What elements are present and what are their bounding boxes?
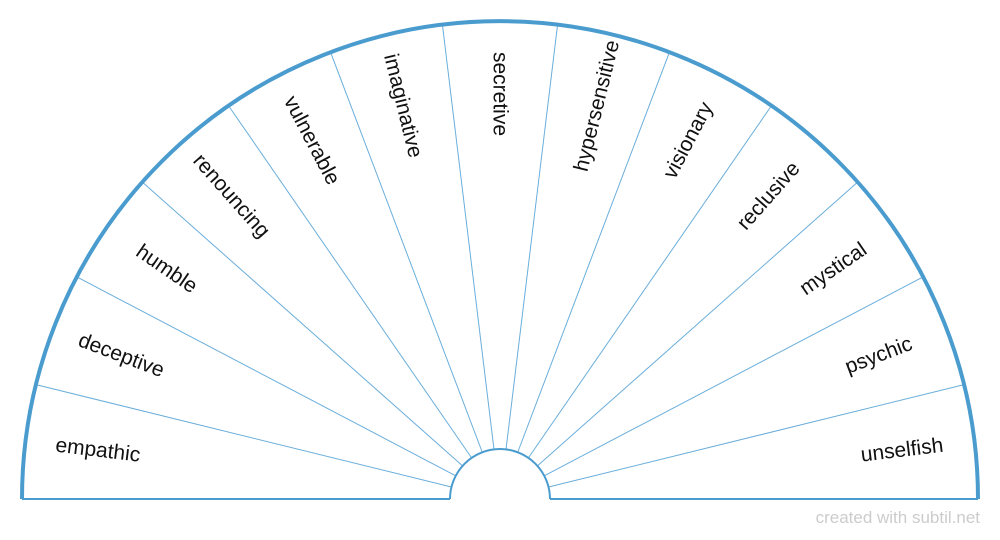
sector-label-deceptive: deceptive	[75, 329, 167, 382]
sector-divider	[537, 181, 859, 467]
sector-label-vulnerable: vulnerable	[279, 92, 344, 188]
sector-divider	[548, 384, 965, 488]
sector-divider	[76, 276, 456, 477]
sector-label-reclusive: reclusive	[732, 157, 804, 234]
sector-label-unselfish: unselfish	[860, 434, 945, 467]
sector-divider	[527, 105, 772, 459]
footer-credit: created with subtil.net	[815, 508, 980, 527]
outer-arc	[20, 19, 980, 500]
sector-label-visionary: visionary	[659, 98, 718, 183]
sector-label-mystical: mystical	[796, 238, 871, 300]
sector-divider	[505, 24, 559, 450]
sector-divider	[141, 181, 463, 467]
sector-divider	[441, 24, 495, 450]
sector-dividers	[35, 24, 965, 488]
sector-label-psychic: psychic	[842, 332, 916, 378]
sector-divider	[517, 51, 670, 453]
sector-label-renouncing: renouncing	[188, 149, 274, 242]
sector-labels: empathic deceptive humblerenouncingvulnera…	[54, 38, 944, 467]
sector-divider	[228, 105, 473, 459]
sector-label-humble: humble	[132, 240, 202, 298]
inner-hub-arc	[449, 448, 551, 500]
sector-label-secretive: secretive	[489, 52, 512, 136]
sector-divider	[330, 51, 483, 453]
sector-label-imaginative: imaginative	[379, 51, 427, 160]
sector-divider	[544, 276, 924, 477]
sector-label-hypersensitive: hypersensitive	[570, 38, 624, 174]
sector-divider	[35, 384, 452, 488]
sector-label-empathic: empathic	[54, 434, 141, 467]
